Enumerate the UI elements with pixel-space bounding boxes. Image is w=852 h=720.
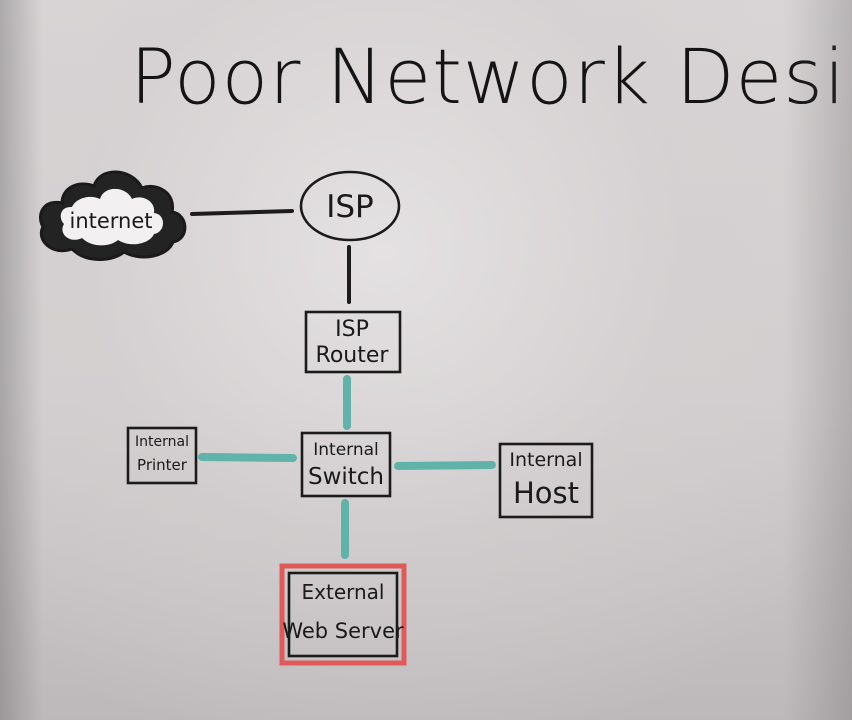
isp-router-label-line2: Router	[316, 343, 390, 368]
internal-printer-box	[126, 426, 198, 485]
diagram-title: Poor Network Design	[130, 32, 852, 121]
external-web-server-node: External Web Server	[279, 563, 407, 666]
internal-host-label-line1: Internal	[509, 449, 582, 471]
isp-router-node: ISP Router	[304, 310, 402, 374]
internal-switch-label-line1: Internal	[313, 440, 379, 460]
web-server-box	[287, 571, 399, 658]
web-server-label-line2: Web Server	[282, 619, 404, 643]
internal-printer-label-line2: Printer	[137, 456, 188, 474]
isp-node: ISP	[299, 170, 401, 242]
internal-host-label-line2: Host	[513, 476, 579, 510]
internet-label: internet	[69, 209, 152, 233]
link-internet-isp	[190, 209, 294, 216]
internal-host-box	[498, 442, 594, 519]
internal-host-node: Internal Host	[498, 442, 594, 519]
internal-switch-label-line2: Switch	[308, 464, 384, 490]
web-server-highlight	[279, 563, 407, 666]
internal-printer-label-line1: Internal	[135, 434, 189, 450]
isp-label: ISP	[326, 189, 374, 225]
internal-switch-box	[300, 431, 392, 498]
isp-ellipse	[299, 170, 401, 242]
internal-switch-node: Internal Switch	[300, 431, 392, 498]
web-server-label-line1: External	[302, 580, 385, 604]
isp-router-box	[304, 310, 402, 374]
internal-printer-node: Internal Printer	[126, 426, 198, 485]
link-printer-switch	[198, 453, 297, 462]
isp-router-label-line1: ISP	[335, 317, 369, 342]
link-switch-host	[394, 461, 496, 470]
internet-cloud-node: internet	[38, 170, 187, 261]
